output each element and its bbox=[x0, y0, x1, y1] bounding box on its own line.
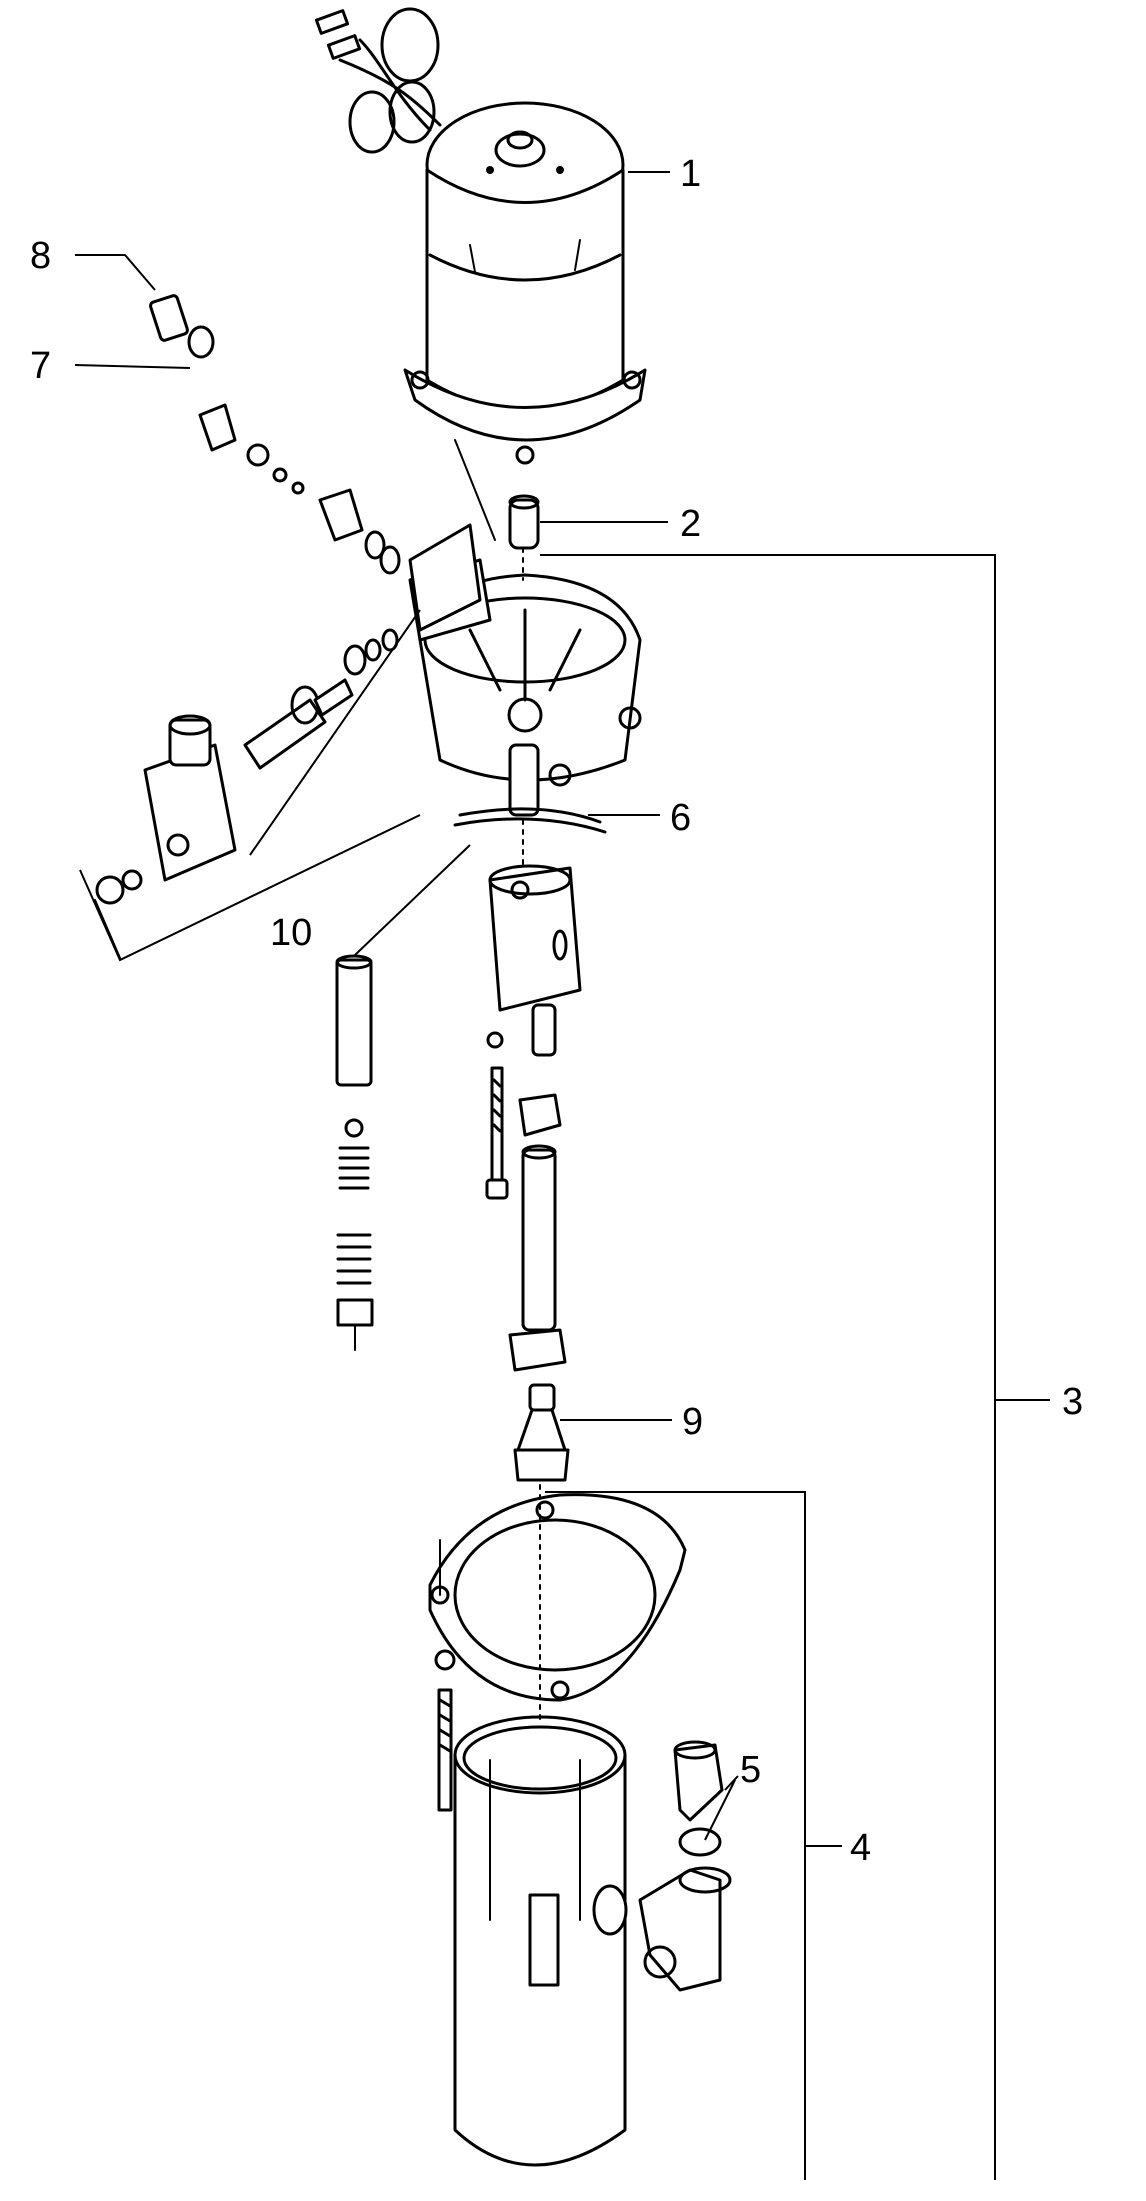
relief-valve-stack bbox=[335, 844, 471, 1351]
callout-9: 9 bbox=[682, 1401, 703, 1443]
o-ring-part bbox=[453, 807, 607, 834]
callout-5: 5 bbox=[740, 1749, 761, 1791]
callout-1: 1 bbox=[680, 153, 701, 195]
pickup-filter-part bbox=[513, 1383, 570, 1482]
callout-8: 8 bbox=[30, 235, 51, 277]
reservoir-mount-ring bbox=[428, 1493, 687, 1812]
pump-cartridge bbox=[485, 864, 582, 1200]
assembly-axis-lines bbox=[522, 547, 541, 1721]
callout-3: 3 bbox=[1062, 1381, 1083, 1423]
callout-10: 10 bbox=[270, 912, 312, 954]
coupler-part bbox=[508, 494, 540, 550]
callout-6: 6 bbox=[670, 797, 691, 839]
callout-4: 4 bbox=[850, 1827, 871, 1869]
reservoir-part bbox=[453, 1715, 732, 2167]
leader-lines bbox=[74, 171, 1050, 2180]
solenoid-valve-assembly bbox=[79, 294, 482, 962]
callout-7: 7 bbox=[30, 345, 51, 387]
callout-labels: 1 2 3 4 5 6 7 8 9 10 bbox=[30, 153, 1083, 1869]
drive-shaft-assembly bbox=[508, 1093, 567, 1372]
motor-part bbox=[314, 7, 647, 541]
callout-2: 2 bbox=[680, 503, 701, 545]
